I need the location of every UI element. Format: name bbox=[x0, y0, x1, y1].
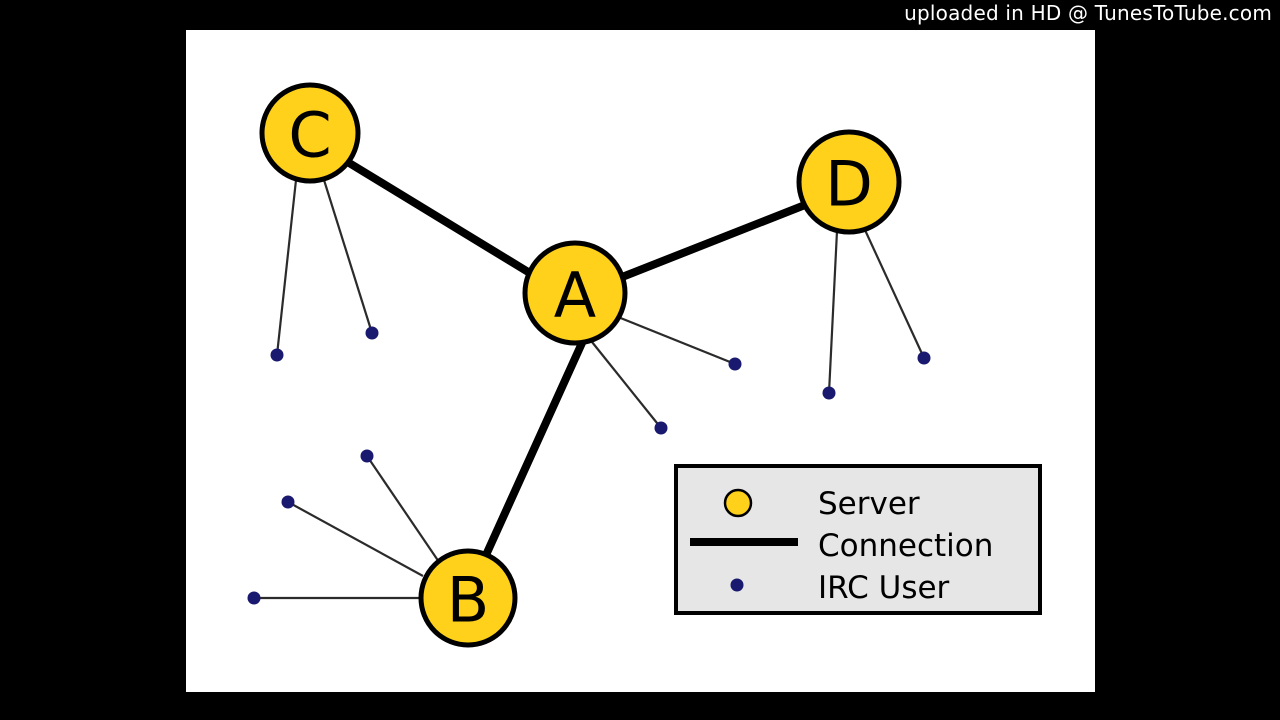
irc-user-dot[interactable] bbox=[281, 495, 295, 509]
legend-item-connection: Connection bbox=[690, 528, 993, 564]
irc-user-dot[interactable] bbox=[270, 348, 284, 362]
connection-C-A bbox=[337, 154, 542, 282]
server-node-B[interactable]: B bbox=[418, 548, 518, 648]
link-A-u4 bbox=[591, 341, 662, 429]
irc-user-dot[interactable] bbox=[822, 386, 836, 400]
server-node-D[interactable]: D bbox=[796, 129, 902, 235]
irc-user-swatch-icon bbox=[730, 578, 744, 592]
server-label: A bbox=[554, 259, 596, 332]
server-label: C bbox=[288, 99, 331, 172]
link-B-u7 bbox=[366, 455, 440, 563]
link-D-u6 bbox=[864, 229, 925, 359]
irc-user-dot[interactable] bbox=[360, 449, 374, 463]
irc-user-dot[interactable] bbox=[247, 591, 261, 605]
server-circle bbox=[418, 548, 518, 648]
server-nodes: C A D B bbox=[259, 82, 902, 648]
link-A-u3 bbox=[617, 315, 736, 366]
legend-item-irc-user: IRC User bbox=[730, 570, 950, 606]
legend-label-irc-user: IRC User bbox=[818, 570, 950, 606]
watermark-text: uploaded in HD @ TunesToTube.com bbox=[904, 1, 1272, 25]
irc-user-nodes bbox=[247, 326, 931, 605]
irc-user-dot[interactable] bbox=[728, 357, 742, 371]
irc-user-dot[interactable] bbox=[654, 421, 668, 435]
server-circle bbox=[522, 240, 628, 346]
link-D-u5 bbox=[827, 230, 839, 394]
connection-A-B bbox=[482, 339, 586, 559]
legend-label-connection: Connection bbox=[818, 528, 993, 564]
link-C-u2 bbox=[322, 179, 374, 334]
network-diagram: C A D B Serv bbox=[247, 82, 1042, 648]
connection-A-D bbox=[613, 199, 814, 283]
server-label: D bbox=[825, 148, 873, 221]
server-circle bbox=[259, 82, 361, 184]
link-B-u8 bbox=[287, 501, 424, 577]
link-C-u1 bbox=[275, 179, 298, 356]
irc-user-dot[interactable] bbox=[365, 326, 379, 340]
server-node-A[interactable]: A bbox=[522, 240, 628, 346]
irc-user-dot[interactable] bbox=[917, 351, 931, 365]
server-swatch-icon bbox=[723, 488, 753, 518]
legend-label-server: Server bbox=[818, 486, 920, 522]
server-circle bbox=[796, 129, 902, 235]
legend-item-server: Server bbox=[723, 486, 920, 522]
server-label: B bbox=[447, 564, 490, 637]
diagram-canvas: C A D B Serv bbox=[186, 30, 1095, 692]
legend: Server Connection IRC User bbox=[674, 464, 1042, 615]
server-connections bbox=[337, 154, 814, 559]
server-node-C[interactable]: C bbox=[259, 82, 361, 184]
irc-user-links bbox=[254, 179, 925, 600]
